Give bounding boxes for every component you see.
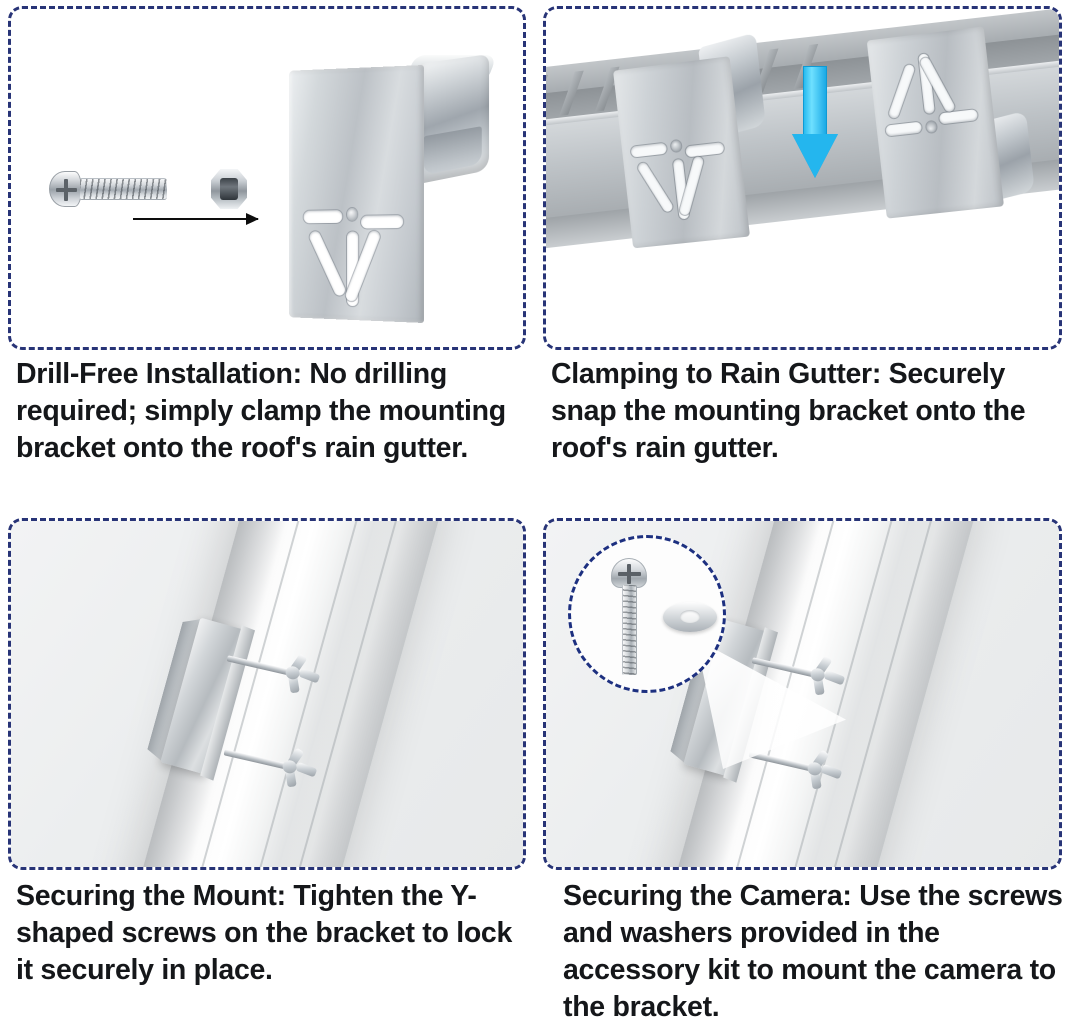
slot-diagonal-left <box>636 160 675 214</box>
panel-clamping-to-rain-gutter: Clamping to Rain Gutter: Securely snap t… <box>537 0 1073 512</box>
arrow-stem <box>803 66 827 138</box>
panel-securing-the-camera: Securing the Camera: Use the screws and … <box>537 512 1073 1035</box>
accessory-screw-icon <box>611 558 647 676</box>
screw-head <box>611 558 647 588</box>
panel-4-image-frame <box>543 518 1062 870</box>
panel-drill-free-installation: Drill-Free Installation: No drilling req… <box>0 0 537 512</box>
hex-nut-icon <box>211 169 247 209</box>
panel-3-image-frame <box>8 518 526 870</box>
panel-2-scene <box>546 9 1059 347</box>
slot-center-hole <box>925 120 938 133</box>
panel-1-scene <box>11 9 523 347</box>
bracket-slot-pattern <box>303 205 409 315</box>
slot-horizontal-right <box>938 109 979 125</box>
screw-shaft <box>622 585 637 675</box>
slot-horizontal-left <box>303 210 343 224</box>
panel-4-scene <box>546 521 1059 867</box>
slot-horizontal-left <box>885 121 923 137</box>
mounting-bracket <box>279 54 498 327</box>
panel-1-caption: Drill-Free Installation: No drilling req… <box>16 358 506 465</box>
arrow-tip <box>792 134 838 178</box>
bracket-slot-pattern <box>877 41 986 138</box>
slot-horizontal-right <box>361 215 404 229</box>
panel-3-caption: Securing the Mount: Tighten the Y-shaped… <box>16 880 513 987</box>
slot-center-hole <box>346 207 358 221</box>
screw-head <box>49 171 82 207</box>
accessory-washer-icon <box>663 602 717 632</box>
panel-4-caption: Securing the Camera: Use the screws and … <box>563 880 1063 1024</box>
bracket-incoming <box>866 26 1035 219</box>
downspout-shading-right <box>244 521 453 867</box>
slot-horizontal-right <box>685 142 725 158</box>
slot-center-hole <box>670 139 682 153</box>
slot-horizontal-left <box>630 142 668 158</box>
panel-2-image-frame <box>543 6 1062 350</box>
bracket-hook <box>417 54 490 185</box>
screw-shaft <box>80 178 167 200</box>
panel-3-scene <box>11 521 523 867</box>
slot-diagonal-left <box>887 63 916 120</box>
assembly-arrow-icon <box>133 213 259 225</box>
panel-2-caption: Clamping to Rain Gutter: Securely snap t… <box>551 358 1026 465</box>
callout-circle <box>568 535 726 693</box>
down-arrow-icon <box>792 66 838 178</box>
slot-diagonal-left <box>307 229 347 298</box>
panel-securing-the-mount: Securing the Mount: Tighten the Y-shaped… <box>0 512 537 1035</box>
bracket-slot-pattern <box>630 133 739 229</box>
phillips-screw-icon <box>49 169 167 209</box>
panel-1-image-frame <box>8 6 526 350</box>
bracket-clamped <box>613 32 766 249</box>
